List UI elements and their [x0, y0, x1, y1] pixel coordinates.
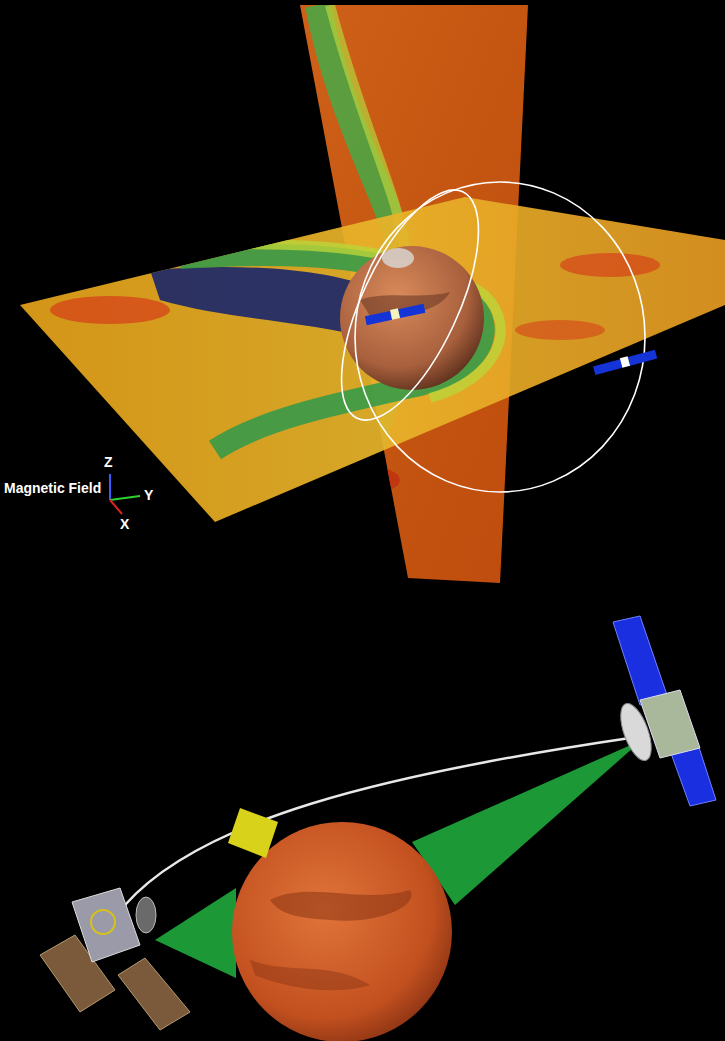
link-path: [125, 738, 630, 905]
solar-panel: [365, 311, 392, 325]
bow-shock-edge: [330, 5, 405, 250]
polar-cap: [382, 248, 414, 268]
dark-terrain: [250, 960, 370, 990]
axis-title: Magnetic Field: [4, 480, 101, 496]
antenna-dish: [136, 897, 156, 933]
spacecraft-body: [390, 308, 400, 319]
red-patch: [515, 320, 605, 340]
horizontal-plane: [20, 197, 725, 522]
sensor-beam: [412, 740, 642, 905]
satellite-icon: [593, 349, 657, 375]
instrument-ring: [91, 910, 115, 934]
red-patch: [560, 253, 660, 277]
spacecraft-body: [620, 356, 630, 368]
spacecraft-body: [72, 888, 140, 962]
mars-globe: [340, 246, 484, 390]
axis-triad: [110, 474, 140, 514]
solar-panel: [628, 350, 657, 366]
axis-label: X: [120, 516, 129, 532]
solar-panel: [593, 359, 622, 375]
antenna-dish: [614, 700, 657, 765]
axis-label: Z: [104, 454, 113, 470]
spacecraft: [40, 888, 190, 1030]
plane-fill: [20, 197, 725, 522]
observation-scene: [40, 616, 716, 1041]
orbit-path: [355, 182, 645, 492]
solar-panel: [613, 616, 668, 705]
axis-label: Y: [144, 487, 153, 503]
solar-panel: [118, 958, 190, 1030]
valley-terrain: [270, 890, 412, 921]
orbit-path: [314, 171, 507, 438]
planet: [340, 246, 484, 390]
radio-occultation-patch: [228, 808, 278, 858]
satellite-icon: [365, 303, 426, 325]
spacecraft: [613, 616, 716, 806]
x-axis: [110, 500, 122, 514]
solar-panel: [398, 304, 425, 318]
sensor-beam: [155, 888, 236, 978]
bow-shock-edge: [190, 244, 501, 398]
red-patch: [50, 296, 170, 324]
y-axis: [110, 496, 140, 500]
z-axis: [109, 474, 111, 500]
